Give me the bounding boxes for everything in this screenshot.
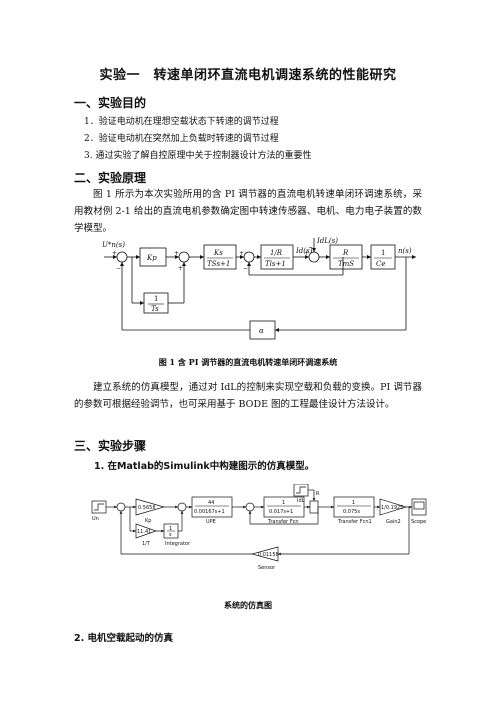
- upe-label: UPE: [206, 519, 216, 525]
- id-label: Id(s): [295, 247, 313, 255]
- gain-1t-label: 1/T: [142, 541, 151, 547]
- sensor-value: 0.01158: [258, 552, 279, 558]
- figure-1-caption: 图 1 含 PI 调节器的直流电机转速单闭环调速系统: [158, 357, 338, 367]
- ks-label: Ks: [213, 249, 223, 257]
- tf2-num: 1: [352, 500, 355, 506]
- tf2-label: Transfer Fcn1: [337, 519, 372, 525]
- svg-text:+: +: [174, 250, 179, 257]
- list-item: 3. 通过实验了解自控原理中关于控制器设计方法的重要性: [84, 151, 312, 161]
- list-item: 1．验证电动机在理想空载状态下转速的调节过程: [84, 117, 279, 127]
- r-num-label: 1/R: [270, 249, 283, 257]
- block-diagram-figure-1: U*n(s) Kp Ks TSs+1 1/R Tls+1 Id(s) IdL(s…: [102, 237, 416, 340]
- section-heading-purpose: 一、实验目的: [74, 96, 147, 110]
- section-heading-principle: 二、实验原理: [74, 171, 147, 185]
- idl-label: IdL(s): [316, 237, 338, 245]
- kp-label: Kp: [146, 254, 157, 262]
- kp-value: 0.5658: [138, 505, 156, 511]
- gain2-label: Gain2: [386, 519, 401, 525]
- svg-text:+: +: [239, 250, 244, 257]
- list-item: 2．验证电动机在突然加上负载时转速的调节过程: [84, 134, 279, 144]
- upe-den: 0.00167s+1: [194, 509, 225, 515]
- r2-num-label: R: [342, 249, 349, 257]
- tf1-num: 1: [282, 500, 285, 506]
- tf1-label: Transfer Fcn: [267, 519, 299, 525]
- gain-1t-value: 11.41: [137, 529, 151, 535]
- svg-text:−: −: [116, 265, 121, 272]
- ns-label: n(s): [398, 247, 412, 255]
- svg-text:+: +: [112, 250, 117, 257]
- one-label: 1: [381, 249, 385, 257]
- svg-text:1: 1: [169, 526, 172, 532]
- page-title: 实验一 转速单闭环直流电机调速系统的性能研究: [99, 68, 397, 83]
- input-label: U*n(s): [102, 241, 125, 249]
- svg-text:−: −: [308, 244, 313, 251]
- step-2: 2. 电机空载起动的仿真: [74, 633, 174, 644]
- r2-den-label: TmS: [338, 260, 354, 268]
- section-heading-steps: 三、实验步骤: [74, 439, 147, 453]
- svg-text:+: +: [304, 250, 309, 257]
- svg-text:+: +: [178, 265, 183, 272]
- un-label: Un: [92, 516, 99, 522]
- int-num-label: 1: [154, 295, 158, 303]
- step-1: 1. 在Matlab的Simulink中构建图示的仿真模型。: [94, 461, 315, 472]
- upe-num: 44: [208, 500, 214, 506]
- ks-den-label: TSs+1: [207, 260, 230, 268]
- int-den-label: Ts: [151, 305, 159, 313]
- gain2-value: 1/0.1925: [381, 505, 403, 511]
- r-label: R: [316, 491, 320, 497]
- r-den-label: Tls+1: [265, 260, 286, 268]
- alpha-label: α: [259, 327, 264, 335]
- ce-label: Ce: [376, 260, 386, 268]
- scope-label: Scope: [411, 519, 426, 525]
- sensor-label: Sensor: [258, 565, 276, 571]
- figure-2-caption: 系统的仿真图: [224, 601, 272, 610]
- integrator-label: Integrator: [165, 541, 191, 547]
- svg-text:−: −: [243, 265, 248, 272]
- idl-block-label: IdL: [297, 498, 305, 504]
- svg-text:s: s: [169, 532, 172, 538]
- paragraph: 建立系统的仿真模型，通过对 IdL的控制来实现空载和负载的变换。PI 调节器的参…: [74, 382, 422, 410]
- tf2-den: 0.075s: [343, 509, 360, 515]
- simulink-model-figure: Un 0.5658 Kp 11.41 1/T 1 s Integrator 44…: [91, 484, 427, 571]
- kp-block-label: Kp: [145, 518, 151, 524]
- tf1-den: 0.017s+1: [269, 509, 293, 515]
- paragraph: 图 1 所示为本次实验所用的含 PI 调节器的直流电机转速单闭环调速系统，采用教…: [74, 189, 422, 234]
